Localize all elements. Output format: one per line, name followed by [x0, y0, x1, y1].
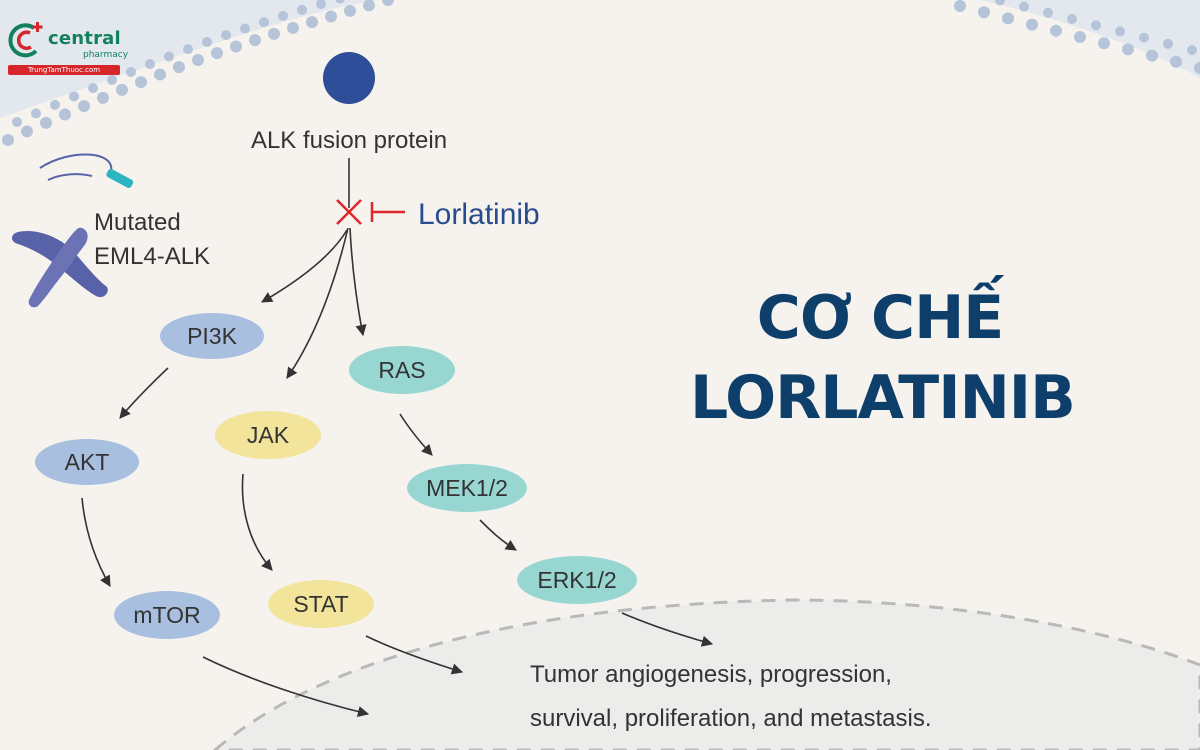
drug-label: Lorlatinib	[418, 198, 540, 231]
membrane-dot	[192, 54, 204, 66]
membrane-dot	[221, 30, 231, 41]
membrane-dot	[325, 10, 337, 23]
membrane-dot	[363, 0, 375, 12]
membrane-dot	[382, 0, 394, 6]
central-pharmacy-logo[interactable]: central pharmacy TrungTamThuoc.com	[6, 18, 128, 80]
chromosome-icon	[12, 153, 134, 308]
membrane-dot	[1139, 32, 1149, 43]
mutation-label-line1: Mutated	[94, 209, 181, 236]
svg-text:AKT: AKT	[65, 449, 110, 475]
membrane-dot	[59, 108, 71, 121]
membrane-dot	[259, 17, 269, 28]
membrane-dot	[1098, 37, 1110, 50]
membrane-dot	[183, 44, 193, 55]
svg-text:RAS: RAS	[378, 357, 425, 383]
node-mtor: mTOR	[114, 591, 220, 639]
node-mek: MEK1/2	[407, 464, 527, 512]
membrane-dot	[135, 76, 147, 89]
membrane-dot	[1074, 31, 1086, 43]
membrane-dot	[1026, 18, 1038, 31]
membrane-dot	[2, 134, 14, 146]
membrane-dot	[1091, 20, 1101, 31]
membrane-dot	[1187, 45, 1197, 55]
logo-brand-text: central	[48, 28, 121, 49]
nucleus	[212, 598, 1200, 750]
title-line2: LORLATINIB	[690, 363, 1076, 433]
membrane-dot	[1043, 7, 1053, 18]
svg-text:MEK1/2: MEK1/2	[426, 475, 508, 501]
svg-text:JAK: JAK	[247, 422, 290, 448]
title-line1: CƠ CHẾ	[756, 283, 1005, 353]
node-akt: AKT	[35, 439, 139, 485]
cell-membrane	[0, 0, 1200, 146]
node-erk: ERK1/2	[517, 556, 637, 604]
membrane-dot	[12, 117, 22, 127]
membrane-dot	[40, 116, 52, 129]
membrane-dot	[211, 47, 223, 60]
membrane-dot	[69, 91, 79, 102]
mutation-label-line2: EML4-ALK	[94, 243, 210, 270]
membrane-dot	[145, 59, 155, 70]
membrane-dot	[1019, 1, 1029, 12]
svg-text:mTOR: mTOR	[133, 602, 200, 628]
membrane-dot	[1122, 43, 1134, 56]
membrane-dot	[154, 68, 166, 81]
membrane-dot	[78, 100, 90, 113]
membrane-dot	[164, 51, 174, 62]
membrane-dot	[240, 23, 250, 34]
outcome-line1: Tumor angiogenesis, progression,	[530, 661, 892, 688]
logo-mark-icon	[8, 22, 43, 58]
membrane-dot	[278, 10, 288, 21]
svg-text:ERK1/2: ERK1/2	[537, 567, 616, 593]
node-ras: RAS	[349, 346, 455, 394]
inhibition-mark	[336, 199, 405, 225]
membrane-dot	[126, 66, 136, 77]
membrane-dot	[954, 0, 966, 12]
membrane-dot	[88, 83, 98, 94]
logo-website-bar: TrungTamThuoc.com	[8, 65, 120, 75]
membrane-dot	[31, 108, 41, 119]
membrane-dot	[107, 74, 117, 85]
membrane-dot	[978, 6, 990, 19]
membrane-dot	[268, 27, 280, 40]
membrane-dot	[306, 16, 318, 29]
membrane-dot	[97, 91, 109, 104]
pathway-arrows	[81, 158, 714, 718]
outcome-line2: survival, proliferation, and metastasis.	[530, 705, 932, 732]
membrane-dot	[287, 21, 299, 34]
membrane-dot	[1146, 49, 1158, 62]
membrane-dot	[1115, 26, 1125, 37]
node-pi3k: PI3K	[160, 313, 264, 359]
membrane-dot	[344, 4, 356, 17]
alk-label: ALK fusion protein	[251, 127, 447, 154]
alk-protein-icon	[323, 52, 375, 104]
page-title: CƠ CHẾ LORLATINIB	[690, 278, 1076, 438]
membrane-dot	[21, 125, 33, 138]
membrane-dot	[316, 0, 326, 10]
membrane-dot	[50, 99, 60, 110]
svg-text:STAT: STAT	[293, 591, 348, 617]
membrane-dot	[1067, 14, 1077, 24]
membrane-dot	[297, 4, 307, 15]
membrane-dot	[995, 0, 1005, 6]
membrane-dot	[249, 34, 261, 47]
membrane-dot	[1194, 62, 1200, 74]
membrane-dot	[335, 0, 345, 4]
membrane-dot	[116, 83, 128, 96]
logo-sub-text: pharmacy	[83, 50, 129, 60]
membrane-dot	[173, 61, 185, 74]
membrane-dot	[1002, 12, 1014, 25]
membrane-dot	[202, 37, 212, 47]
svg-text:PI3K: PI3K	[187, 323, 238, 349]
membrane-dot	[230, 40, 242, 53]
node-stat: STAT	[268, 580, 374, 628]
membrane-dot	[1050, 24, 1062, 37]
node-jak: JAK	[215, 411, 321, 459]
membrane-dot	[1170, 55, 1182, 68]
membrane-dot	[1163, 38, 1173, 49]
